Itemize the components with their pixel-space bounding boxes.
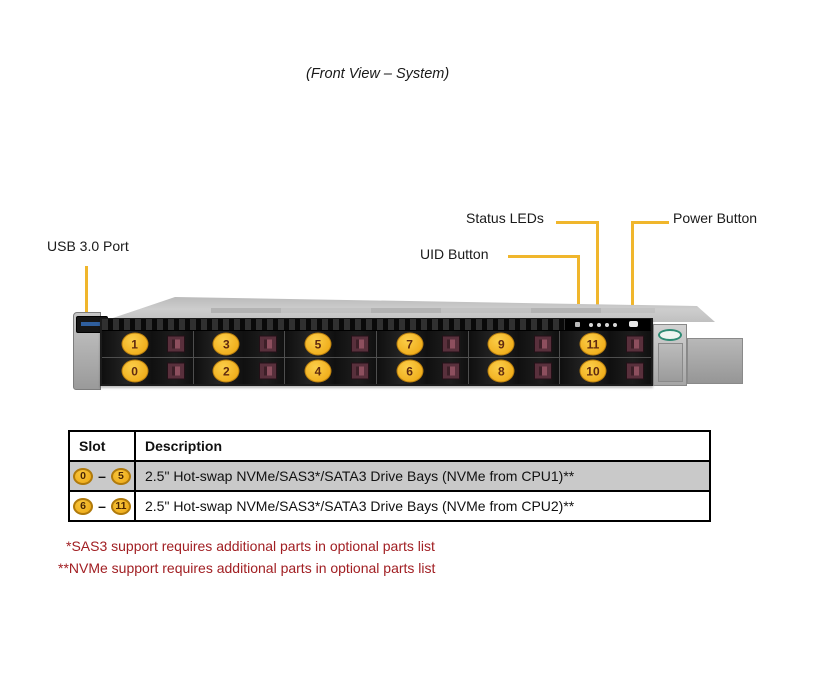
chassis-top-panel-lines: [211, 308, 655, 313]
slot-description-cell: 2.5" Hot-swap NVMe/SAS3*/SATA3 Drive Bay…: [134, 490, 711, 522]
figure-title: (Front View – System): [306, 66, 450, 82]
drive-bay-6: 6: [376, 358, 468, 384]
drive-tray-latch: [350, 362, 369, 380]
drive-bay-4: 4: [285, 358, 376, 384]
drive-bay-11: 11: [560, 331, 651, 357]
callout-line-usb: [85, 266, 88, 319]
drive-tray-latch: [442, 362, 461, 380]
slot-badge: 11: [110, 497, 131, 515]
drive-slot-number-badge: 8: [487, 359, 515, 383]
drive-bay-1: 1: [102, 331, 193, 357]
drive-slot-number-badge: 9: [487, 332, 515, 356]
drive-bay-0: 0: [102, 358, 193, 384]
right-ear-plate: [658, 343, 683, 382]
callout-line-status-h: [556, 221, 599, 224]
status-led: [605, 323, 609, 327]
server-front-view: 1 3 5 7 9 11 0 2 4 6 8 10: [73, 290, 745, 394]
chassis-front-face: 1 3 5 7 9 11 0 2 4 6 8 10: [100, 318, 653, 386]
drive-slot-number-badge: 7: [396, 332, 424, 356]
callout-line-status-v: [596, 221, 599, 333]
drive-tray-latch: [534, 335, 553, 353]
drive-slot-number-badge: 11: [579, 332, 607, 356]
drive-tray-latch: [167, 362, 186, 380]
vent-strip: [102, 319, 651, 331]
drive-bay-2: 2: [193, 358, 285, 384]
footnote-sas3: *SAS3 support requires additional parts …: [66, 538, 435, 554]
drive-slot-number-badge: 10: [579, 359, 607, 383]
slot-range-cell: 0–5: [68, 460, 136, 492]
drive-bay-9: 9: [468, 331, 560, 357]
slot-description-cell: 2.5" Hot-swap NVMe/SAS3*/SATA3 Drive Bay…: [134, 460, 711, 492]
callout-line-power-h: [631, 221, 669, 224]
callout-line-power-v: [631, 221, 634, 332]
slot-badge: 6: [73, 497, 94, 515]
uid-button: [575, 322, 580, 327]
drive-slot-number-badge: 6: [396, 359, 424, 383]
drive-tray-latch: [259, 335, 278, 353]
drive-slot-number-badge: 2: [212, 359, 240, 383]
drive-tray-latch: [167, 335, 186, 353]
column-header-slot: Slot: [68, 430, 136, 462]
drive-slot-number-badge: 0: [121, 359, 149, 383]
drive-tray-latch: [259, 362, 278, 380]
drive-tray-latch: [442, 335, 461, 353]
slot-range-dash: –: [98, 468, 106, 485]
slot-range-dash: –: [98, 498, 106, 515]
callout-label-uid-button: UID Button: [420, 246, 489, 262]
drive-bay-5: 5: [285, 331, 376, 357]
drive-slot-number-badge: 3: [212, 332, 240, 356]
drive-tray-latch: [534, 362, 553, 380]
drive-bay-10: 10: [560, 358, 651, 384]
drive-bay-grid: 1 3 5 7 9 11 0 2 4 6 8 10: [102, 331, 651, 384]
slot-range-cell: 6–11: [68, 490, 136, 522]
drive-bay-7: 7: [376, 331, 468, 357]
drive-slot-number-badge: 5: [304, 332, 332, 356]
drive-tray-latch: [625, 335, 644, 353]
footnote-nvme: **NVMe support requires additional parts…: [58, 560, 436, 576]
control-panel: [565, 319, 650, 330]
left-rack-ear: [73, 312, 108, 390]
drive-tray-latch: [350, 335, 369, 353]
status-led: [613, 323, 617, 327]
callout-line-uid-h: [508, 255, 580, 258]
callout-label-power-button: Power Button: [673, 210, 758, 226]
status-led: [589, 323, 593, 327]
column-header-description: Description: [134, 430, 711, 462]
brand-logo-oval: [658, 329, 682, 341]
table-header-row: Slot Description: [68, 430, 711, 462]
status-led: [597, 323, 601, 327]
drive-tray-latch: [625, 362, 644, 380]
callout-label-usb-port: USB 3.0 Port: [47, 238, 129, 254]
power-button: [629, 321, 638, 327]
right-rack-ear: [653, 324, 687, 386]
drive-slot-number-badge: 4: [304, 359, 332, 383]
slot-badge: 5: [110, 467, 131, 485]
callout-line-uid-v: [577, 255, 580, 335]
drive-bay-3: 3: [193, 331, 285, 357]
rack-rail-section: [687, 338, 743, 384]
drive-slot-number-badge: 1: [121, 332, 149, 356]
callout-label-status-leds: Status LEDs: [466, 210, 544, 226]
slot-badge: 0: [73, 467, 94, 485]
drive-bay-8: 8: [468, 358, 560, 384]
